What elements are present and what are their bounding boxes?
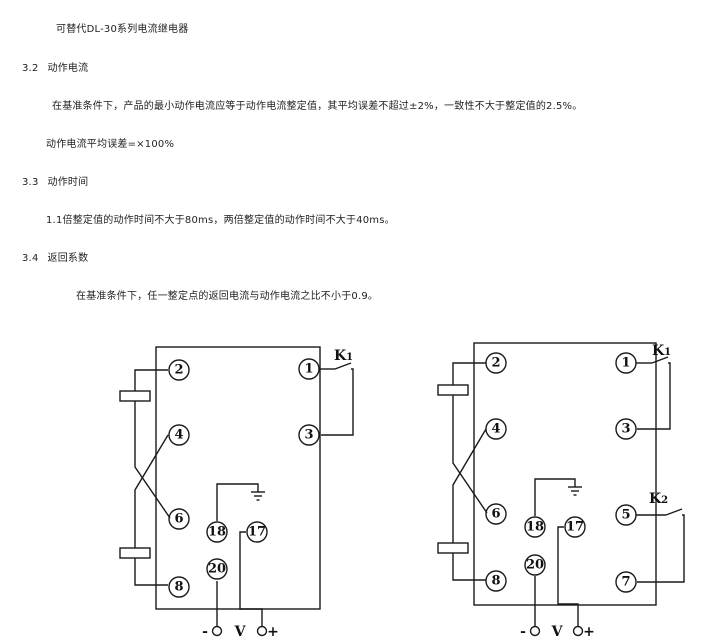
terminal-1: [615, 352, 637, 374]
terminal-2-label: 2: [491, 356, 500, 371]
coil-bottom: [437, 542, 469, 554]
contact-k1: [651, 356, 669, 364]
left-wiring-diagram: [119, 346, 354, 637]
wire: [134, 434, 169, 548]
terminal-18: [524, 516, 546, 538]
terminal-3-label: 3: [621, 422, 630, 437]
section-heading-text: 动作时间: [47, 177, 89, 188]
terminal-8: [485, 570, 507, 592]
terminal-17-label: 17: [248, 525, 266, 540]
document-title: 可替代DL-30系列电流继电器: [56, 24, 189, 35]
supply-plus-terminal: [256, 625, 268, 637]
terminal-18-label: 18: [208, 525, 226, 540]
section-3-3-paragraph: 1.1倍整定值的动作时间不大于80ms，两倍整定值的动作时间不大于40ms。: [46, 215, 395, 226]
supply-plus-label: +: [267, 624, 279, 640]
wire: [134, 369, 168, 391]
wire: [321, 368, 354, 436]
contact-k1-label: K1: [334, 348, 353, 364]
wire: [452, 428, 487, 543]
terminal-8-label: 8: [491, 574, 500, 589]
terminal-17-label: 17: [566, 520, 584, 535]
supply-voltage-label: V: [551, 624, 564, 640]
section-3-2-paragraph: 在基准条件下，产品的最小动作电流应等于动作电流整定值，其平均误差不超过±2%，一…: [52, 101, 583, 112]
terminal-7: [615, 571, 637, 593]
terminal-7-label: 7: [621, 575, 630, 590]
section-number: 3.3: [22, 177, 39, 188]
relay-housing: [473, 342, 657, 606]
section-3-4-paragraph: 在基准条件下，任一整定点的返回电流与动作电流之比不小于0.9。: [76, 291, 379, 302]
supply-minus-label: -: [520, 624, 526, 640]
terminal-6: [168, 508, 190, 530]
wire: [134, 558, 168, 586]
supply-minus-label: -: [202, 624, 208, 640]
section-3-2-formula: 动作电流平均误差=×100%: [46, 139, 175, 150]
terminal-8-label: 8: [174, 580, 183, 595]
wire: [452, 553, 486, 581]
wire: [637, 514, 685, 583]
wire: [452, 395, 488, 514]
supply-voltage-label: V: [234, 624, 247, 640]
terminal-6: [485, 503, 507, 525]
terminal-4-label: 4: [491, 422, 500, 437]
supply-minus-terminal: [529, 625, 541, 637]
contact-k2-label: K2: [649, 491, 668, 507]
contact-k2: [665, 508, 683, 516]
terminal-20-label: 20: [208, 562, 226, 577]
terminal-1-label: 1: [304, 362, 313, 377]
wire: [239, 531, 263, 626]
terminal-3: [298, 424, 320, 446]
contact-k1: [334, 362, 352, 370]
relay-housing: [155, 346, 321, 610]
terminal-1-label: 1: [621, 356, 630, 371]
terminal-2: [485, 352, 507, 374]
terminal-2: [168, 359, 190, 381]
terminal-17: [246, 521, 268, 543]
terminal-4: [485, 418, 507, 440]
wire: [637, 362, 671, 430]
terminal-20: [206, 558, 228, 580]
terminal-5: [615, 504, 637, 526]
wire: [452, 362, 486, 385]
terminal-3-label: 3: [304, 428, 313, 443]
terminal-17: [564, 516, 586, 538]
section-number: 3.4: [22, 253, 39, 264]
terminal-1: [298, 358, 320, 380]
terminal-4-label: 4: [174, 428, 183, 443]
section-number: 3.2: [22, 63, 39, 74]
terminal-18-label: 18: [526, 520, 544, 535]
terminal-18: [206, 521, 228, 543]
terminal-8: [168, 576, 190, 598]
terminal-4: [168, 424, 190, 446]
section-heading-text: 动作电流: [47, 63, 89, 74]
wire: [134, 401, 171, 519]
wire: [534, 478, 576, 516]
wire: [216, 483, 259, 521]
supply-plus-terminal: [572, 625, 584, 637]
terminal-2-label: 2: [174, 363, 183, 378]
right-wiring-diagram: [437, 342, 685, 637]
terminal-6-label: 6: [174, 512, 183, 527]
coil-bottom: [119, 547, 151, 559]
section-3-4-heading: 3.4 返回系数: [22, 249, 88, 264]
supply-plus-label: +: [583, 624, 595, 640]
section-3-2-heading: 3.2 动作电流: [22, 59, 88, 74]
coil-top: [437, 384, 469, 396]
supply-minus-terminal: [211, 625, 223, 637]
terminal-20: [524, 554, 546, 576]
terminal-20-label: 20: [526, 558, 544, 573]
contact-k1-label: K1: [652, 343, 671, 359]
terminal-6-label: 6: [491, 507, 500, 522]
wire: [557, 526, 579, 626]
section-heading-text: 返回系数: [47, 253, 89, 264]
terminal-3: [615, 418, 637, 440]
terminal-5-label: 5: [621, 508, 630, 523]
section-3-3-heading: 3.3 动作时间: [22, 173, 88, 188]
coil-top: [119, 390, 151, 402]
